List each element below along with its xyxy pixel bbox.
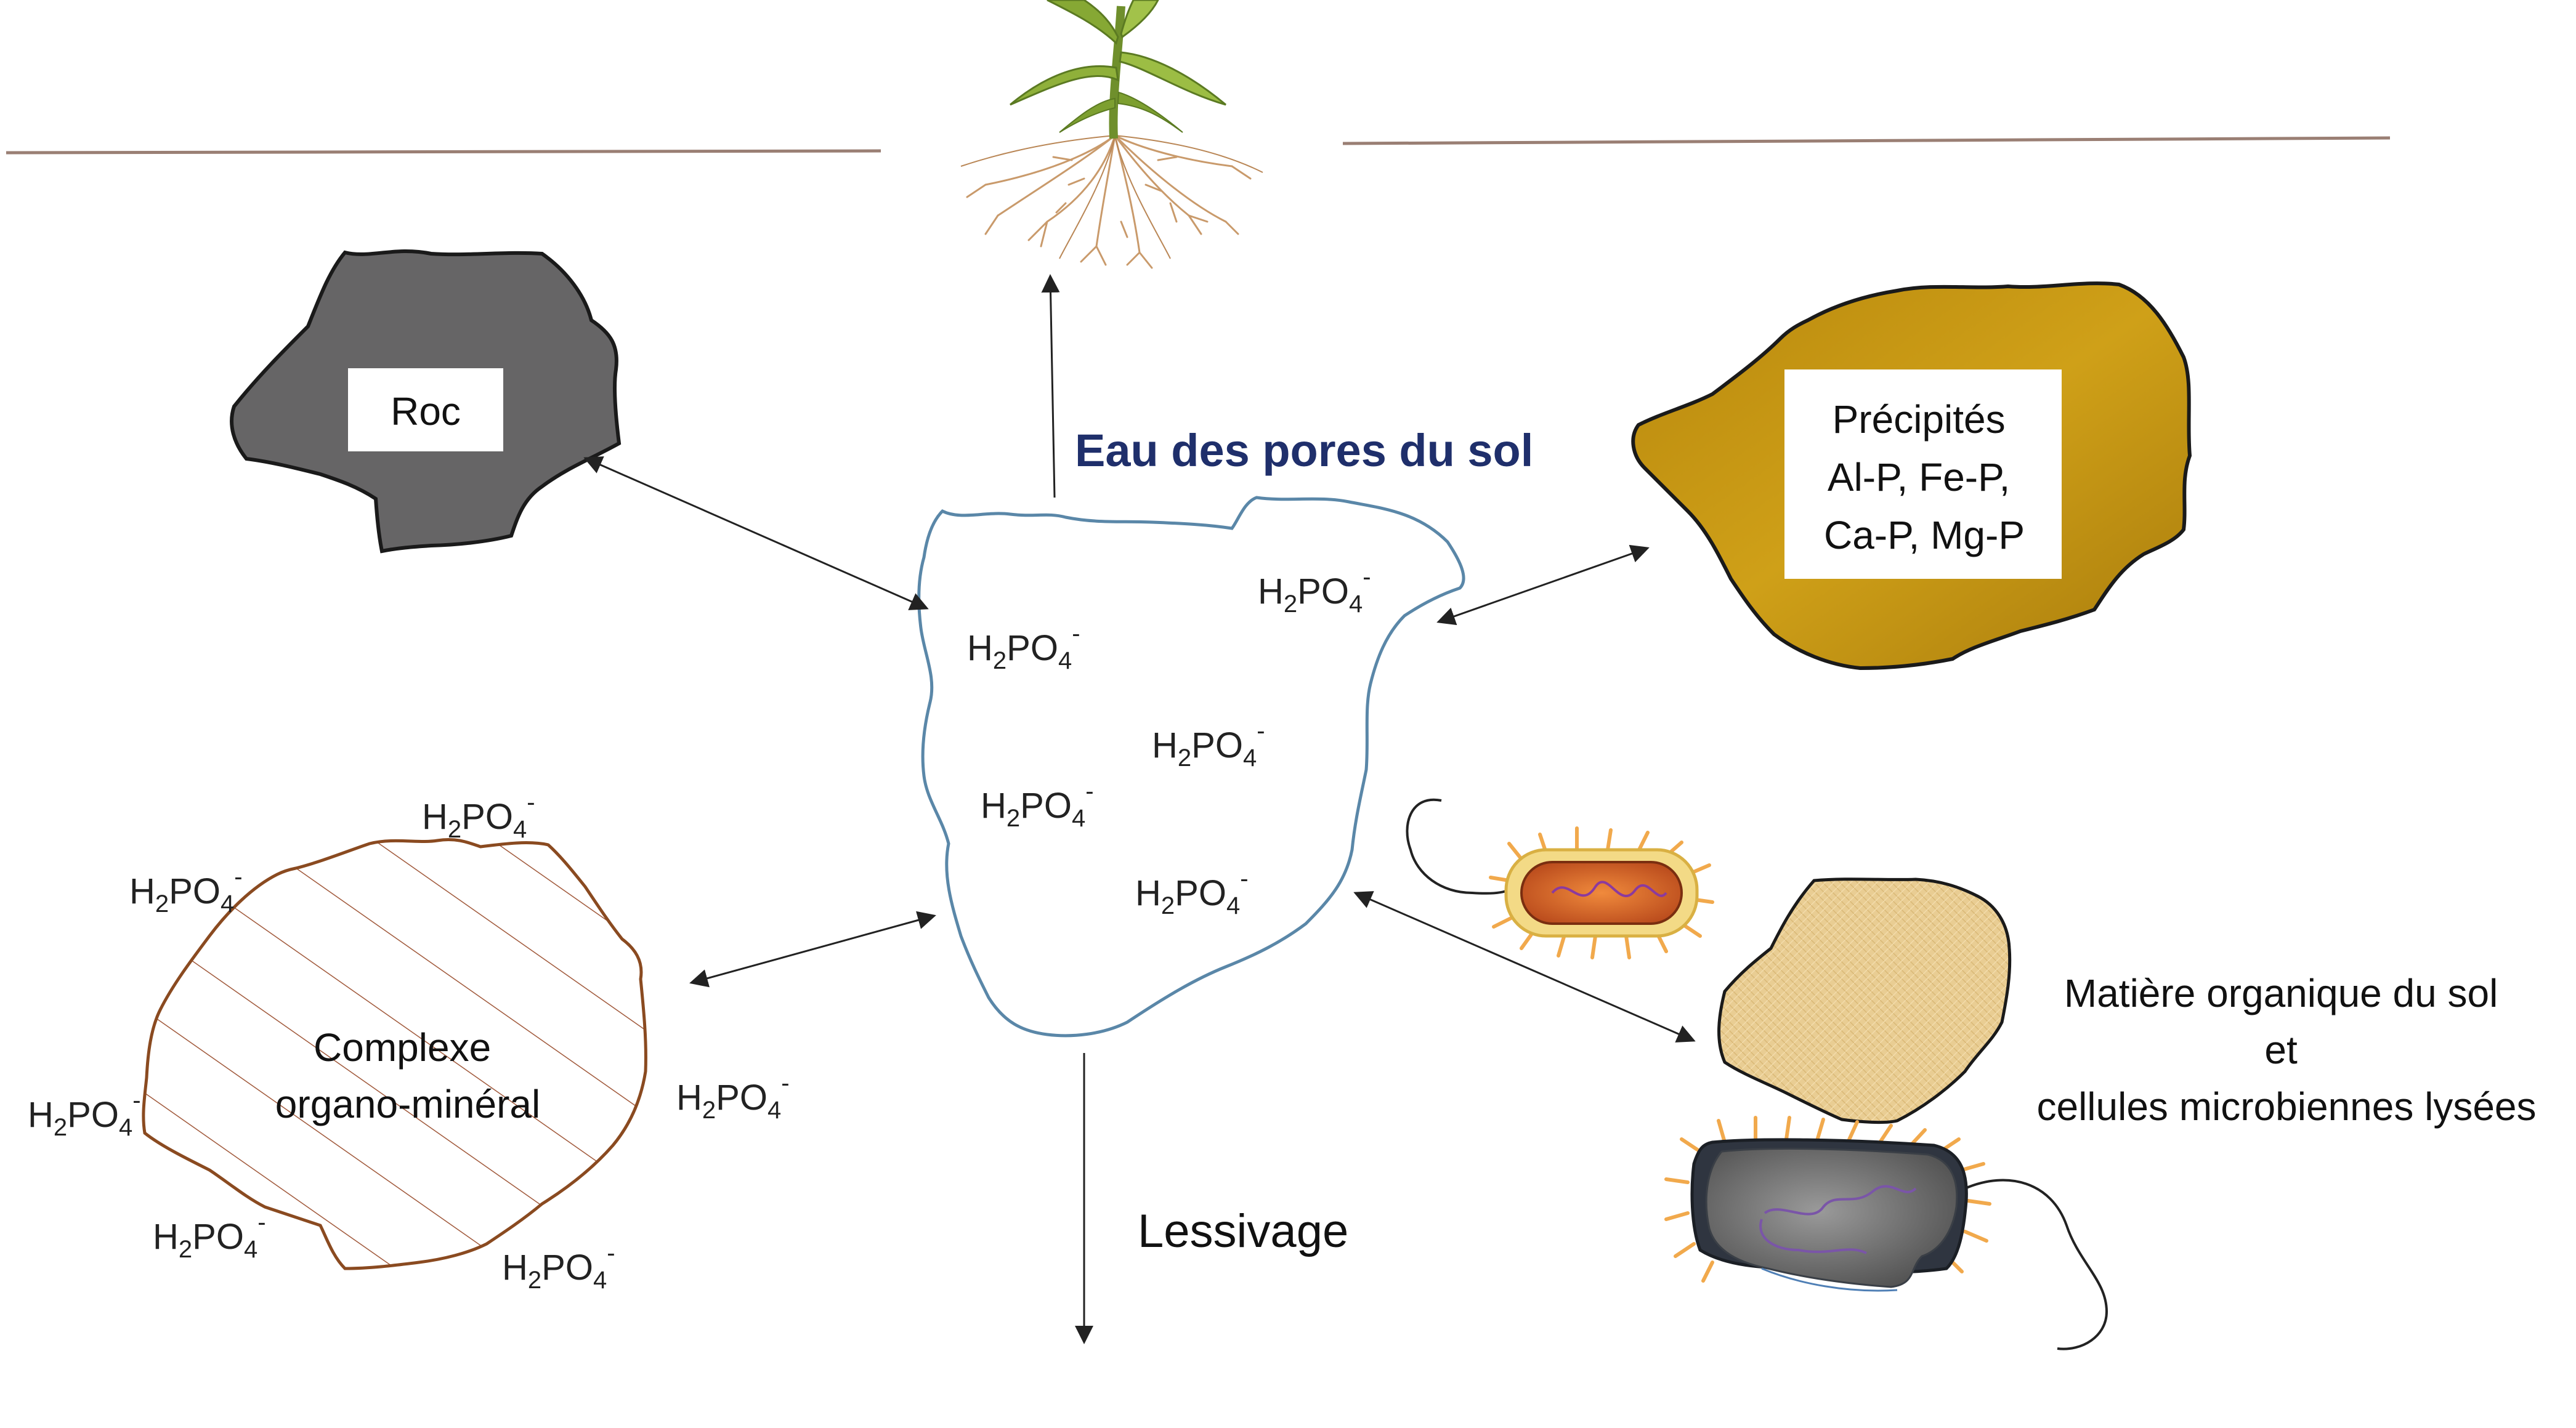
ion-h2po4: H2PO4- [502,1240,615,1294]
precipitates-label-box [1784,369,2062,579]
precipitates: Précipités Al-P, Fe-P, Ca-P, Mg-P [1631,281,2192,671]
organo-mineral-exchange-arrow [689,911,936,988]
ion-h2po4: H2PO4- [967,620,1080,674]
living-bacterium-icon [1406,798,1714,959]
ion-h2po4: H2PO4- [1152,717,1265,772]
rock-label: Roc [391,389,461,434]
leaching-label: Lessivage [1138,1205,1348,1257]
organic-matter [1717,877,2012,1124]
rock-label-box [348,368,503,451]
organo-mineral-complex: Complexe organo-minéral [142,837,647,1270]
precipitates-exchange-arrow [1436,544,1650,626]
pore-water-title: Eau des pores du sol [1075,425,1533,476]
uptake-arrow [1041,274,1060,498]
precipitates-label: Précipités Al-P, Fe-P, Ca-P, Mg-P [1824,397,2025,557]
lysed-bacterium-icon [1664,1116,2108,1350]
ion-h2po4: H2PO4- [153,1209,266,1263]
ion-h2po4: H2PO4- [1258,563,1371,618]
ion-h2po4: H2PO4- [981,778,1094,832]
organic-matter-label: Matière organique du sol et cellules mic… [2036,971,2536,1129]
ion-h2po4: H2PO4- [28,1087,141,1141]
rock-exchange-arrow [583,456,929,610]
pore-water-outline [917,496,1465,1038]
soil-surface-line [6,136,2391,155]
ion-h2po4: H2PO4- [1135,865,1249,919]
organic-matter-exchange-arrow [1353,891,1696,1043]
ion-h2po4: H2PO4- [422,789,535,843]
pore-ions: H2PO4- H2PO4- H2PO4- H2PO4- H2PO4- [967,563,1371,919]
maize-plant-with-roots-icon [960,0,1263,269]
organo-mineral-label: Complexe organo-minéral [275,1025,540,1126]
rock: Roc [230,249,622,554]
ion-h2po4: H2PO4- [676,1070,790,1124]
ion-h2po4: H2PO4- [129,863,243,918]
